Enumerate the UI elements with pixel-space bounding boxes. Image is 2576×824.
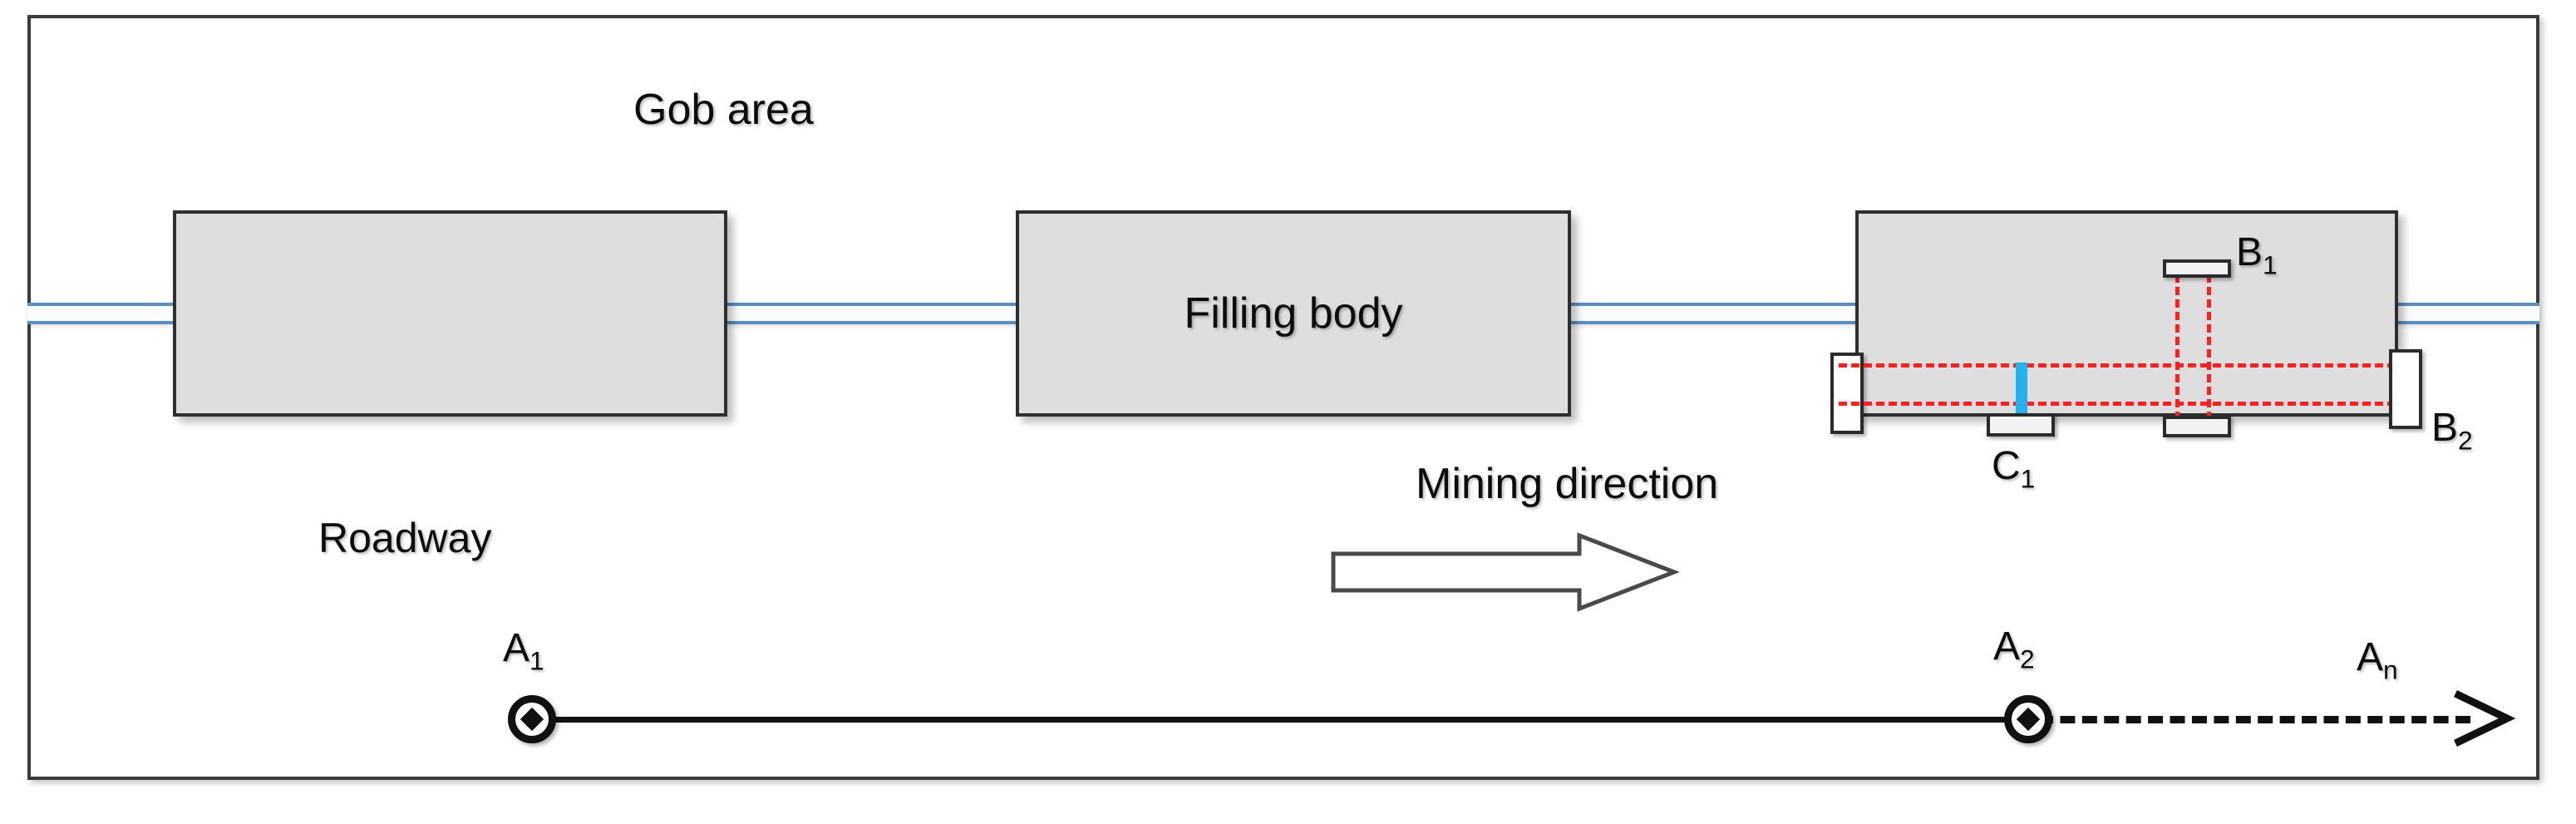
filling-body-block: Filling body [1016,210,1571,417]
roadway-rail-segment-1 [27,303,177,324]
roadway-rail-segment-4 [2396,303,2539,324]
roadway-label: Roadway [318,515,492,561]
survey-node-a1 [508,695,556,743]
survey-line-solid [532,717,2028,723]
working-face-block [1855,210,2398,417]
a2-label-base: A [1993,624,2021,669]
survey-line-arrowhead [2453,689,2516,748]
c1-support-bar [1987,413,2055,437]
filling-body-label: Filling body [1184,289,1403,338]
a1-label-sub: 1 [529,645,544,676]
a2-label: A2 [1993,624,2035,675]
b2-label-sub: 2 [2458,425,2473,456]
roadway-rail-segment-2 [725,303,1018,324]
b1-label-sub: 1 [2263,249,2278,280]
mining-direction-label: Mining direction [1416,460,1719,508]
b2-label: B2 [2431,405,2473,456]
an-label: An [2357,634,2398,686]
gob-area-label: Gob area [633,86,814,134]
b1-top-bar [2163,259,2231,278]
a1-label: A1 [503,625,544,677]
b1-label-base: B [2236,230,2263,274]
b2-support-bracket [2389,349,2422,429]
mining-direction-arrow [1331,532,1679,612]
an-label-base: A [2357,635,2384,679]
red-dashed-reference-line-lower [1839,402,2421,406]
survey-line-dashed [2038,716,2470,723]
c1-label: C1 [1992,443,2035,495]
b1-dashed-line-left [2175,274,2180,432]
roadway-rail-segment-3 [1569,303,1858,324]
c1-label-sub: 1 [2020,463,2036,494]
b1-bottom-bar [2163,416,2231,437]
b1-label: B1 [2236,229,2278,281]
b1-dashed-line-right [2207,274,2211,432]
survey-node-a2 [2004,695,2052,743]
a2-label-sub: 2 [2020,644,2035,674]
red-dashed-reference-line-upper [1839,363,2421,368]
c1-label-base: C [1992,444,2021,488]
c1-sensor-marker [2016,363,2027,417]
an-label-sub: n [2383,654,2398,685]
a1-label-base: A [503,626,530,670]
b2-label-base: B [2431,406,2459,450]
gob-block-left [173,210,727,417]
